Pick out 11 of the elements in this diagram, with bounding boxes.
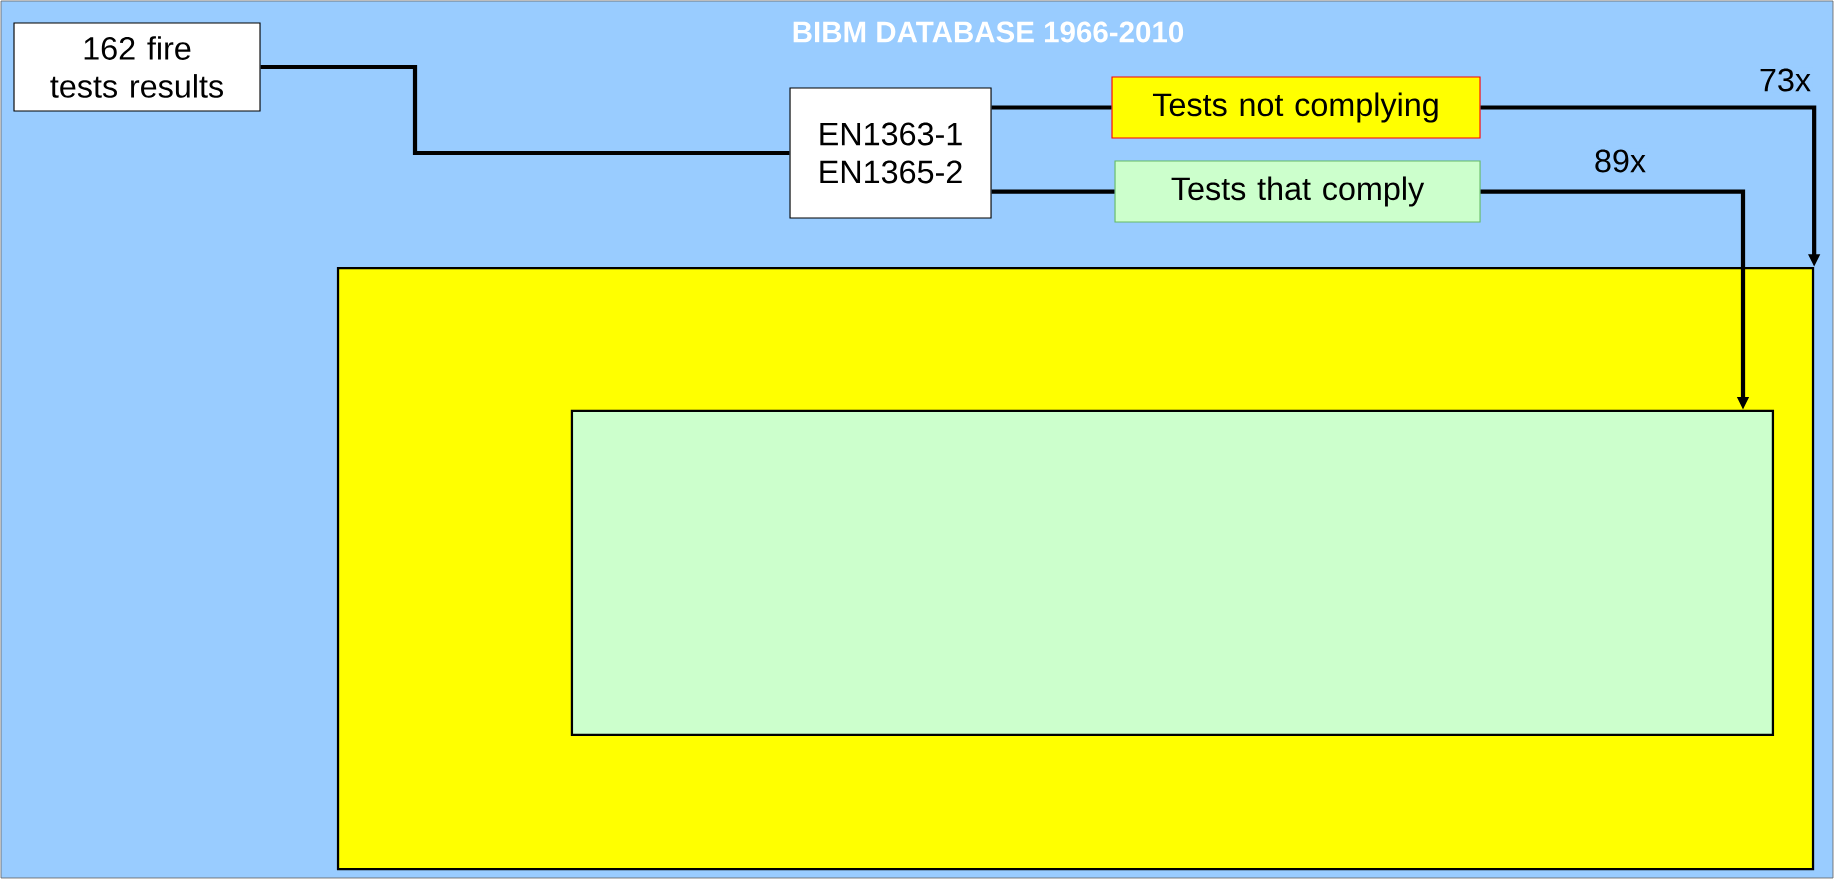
result-box: Tests not complying xyxy=(1111,76,1481,139)
edge-label: 73x xyxy=(1757,67,1813,93)
connector-line xyxy=(991,105,1112,110)
inner-panel xyxy=(570,409,1775,736)
input-box: 162 fire tests results xyxy=(13,22,261,112)
connector-line xyxy=(991,189,1115,194)
title: BIBM DATABASE 1966-2010 xyxy=(793,21,1184,43)
result-box: Tests that comply xyxy=(1114,160,1481,223)
edge-label: 89x xyxy=(1592,148,1648,174)
standard-box: EN1363-1 EN1365-2 xyxy=(789,87,992,219)
connector-line xyxy=(260,64,790,156)
